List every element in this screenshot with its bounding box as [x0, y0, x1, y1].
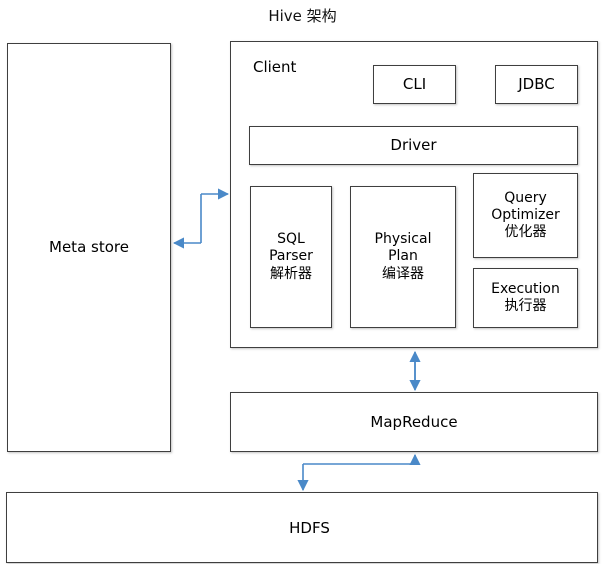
driver-label: Driver: [390, 136, 437, 155]
mapreduce-label: MapReduce: [370, 412, 458, 431]
hdfs-box[interactable]: HDFS: [6, 492, 598, 563]
arrow-mapreduce-hdfs: [297, 453, 421, 492]
execution-line1: Execution: [491, 280, 560, 297]
physical-plan-line2: Plan: [388, 248, 418, 265]
page-title: Hive 架构: [268, 7, 337, 25]
jdbc-box[interactable]: JDBC: [495, 65, 578, 104]
execution-line2: 执行器: [504, 298, 547, 314]
metastore-box[interactable]: Meta store: [7, 43, 171, 452]
jdbc-label: JDBC: [518, 75, 555, 94]
hdfs-label: HDFS: [289, 519, 330, 537]
cli-box[interactable]: CLI: [373, 65, 456, 104]
sql-parser-line3: 解析器: [270, 265, 312, 282]
physical-plan-box[interactable]: Physical Plan 编译器: [350, 186, 456, 328]
sql-parser-box[interactable]: SQL Parser 解析器: [250, 186, 332, 328]
query-optimizer-line3: 优化器: [504, 224, 547, 241]
sql-parser-line2: Parser: [269, 248, 313, 265]
query-optimizer-box[interactable]: Query Optimizer 优化器: [473, 173, 578, 258]
physical-plan-line3: 编译器: [381, 265, 424, 282]
client-label: Client: [253, 58, 297, 76]
physical-plan-line1: Physical: [374, 231, 432, 248]
query-optimizer-line1: Query: [504, 189, 547, 206]
sql-parser-line1: SQL: [277, 231, 305, 248]
query-optimizer-line2: Optimizer: [491, 206, 560, 223]
driver-box[interactable]: Driver: [249, 126, 578, 165]
metastore-label: Meta store: [49, 238, 129, 257]
mapreduce-box[interactable]: MapReduce: [230, 392, 598, 452]
arrow-metastore-client: [172, 188, 230, 249]
execution-box[interactable]: Execution 执行器: [473, 268, 578, 328]
cli-label: CLI: [402, 75, 427, 94]
